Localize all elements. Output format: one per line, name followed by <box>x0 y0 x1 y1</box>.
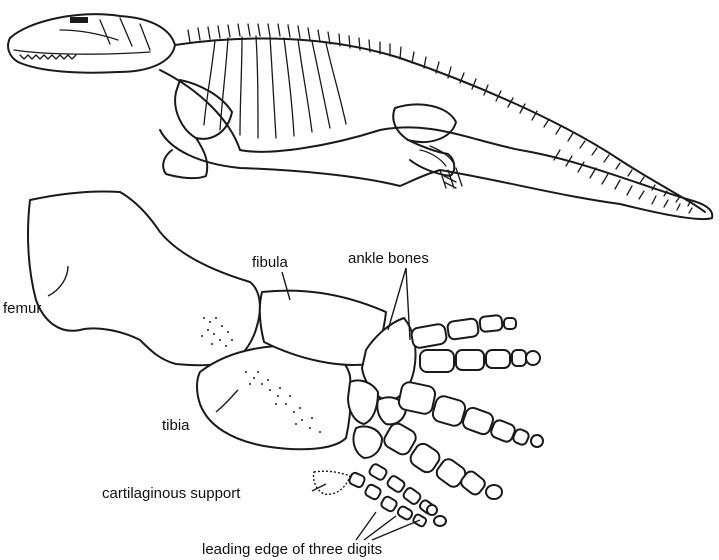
label-cartilaginous-support: cartilaginous support <box>102 485 241 502</box>
femur-bone <box>28 191 260 365</box>
ankle-bone-lower <box>353 426 382 458</box>
label-leading-edge: leading edge of three digits <box>202 541 382 558</box>
pelvis <box>393 104 456 142</box>
orbit-mark <box>70 17 88 23</box>
label-fibula: fibula <box>252 254 289 271</box>
jaw-line <box>14 50 150 54</box>
digit-3 <box>397 381 543 447</box>
digit-1 <box>411 315 516 349</box>
forelimb <box>163 138 207 178</box>
label-femur: femur <box>3 300 41 317</box>
ankle-bone-middle <box>348 380 378 424</box>
leading-edge-leader-3 <box>372 520 420 540</box>
neural-spines <box>188 24 690 206</box>
small-digits <box>348 463 446 528</box>
leading-edge-leader-1 <box>356 512 376 540</box>
label-tibia: tibia <box>162 417 190 434</box>
teeth <box>20 55 76 59</box>
cartilaginous-support-shape <box>313 471 350 494</box>
skull <box>8 14 175 72</box>
label-ankle-bones: ankle bones <box>348 250 429 267</box>
skeleton-illustration <box>8 14 712 219</box>
vertebral-column <box>175 38 705 212</box>
haemal-arches <box>554 150 692 213</box>
digit-2 <box>420 350 540 372</box>
hindlimb-detail <box>28 191 543 527</box>
body-outline <box>160 70 712 219</box>
